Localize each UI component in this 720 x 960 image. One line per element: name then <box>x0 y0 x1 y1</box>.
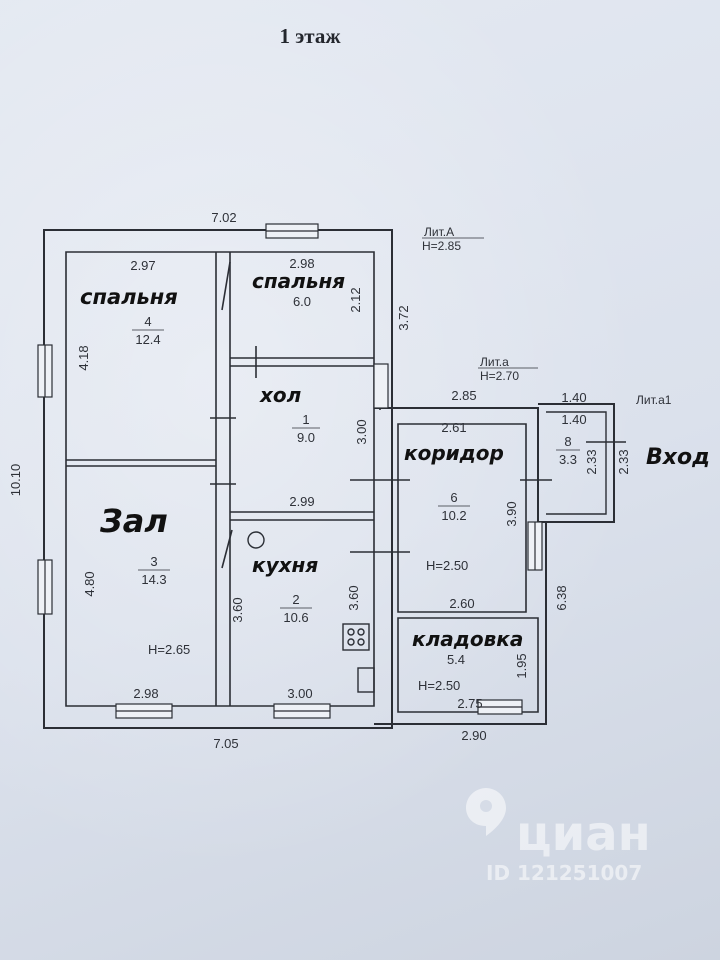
svg-text:2.33: 2.33 <box>616 449 631 474</box>
watermark: циан ID 121251007 <box>466 788 651 885</box>
dim-bottom-width: 7.05 <box>213 736 238 751</box>
svg-text:2.98: 2.98 <box>133 686 158 701</box>
dim-top-width: 7.02 <box>211 210 236 225</box>
label-kitchen: кухня <box>252 553 318 577</box>
label-hall: хол <box>259 383 302 407</box>
svg-text:H=2.50: H=2.50 <box>418 678 460 693</box>
label-bedroom-2: спальня <box>252 269 345 293</box>
label-bedroom-1: спальня <box>80 285 178 309</box>
svg-text:1: 1 <box>302 412 309 427</box>
watermark-brand: циан <box>516 806 651 862</box>
svg-text:4: 4 <box>144 314 151 329</box>
label-corridor: коридор <box>404 441 504 465</box>
label-entrance: Вход <box>646 445 710 470</box>
svg-text:2.61: 2.61 <box>441 420 466 435</box>
svg-text:2.99: 2.99 <box>289 494 314 509</box>
svg-text:2.33: 2.33 <box>584 449 599 474</box>
liter-main-height: H=2.85 <box>422 239 461 253</box>
svg-text:8: 8 <box>564 434 571 449</box>
svg-text:5.4: 5.4 <box>447 652 465 667</box>
svg-text:H=2.65: H=2.65 <box>148 642 190 657</box>
handwritten-labels: спальня спальня хол Зал кухня коридор кл… <box>80 269 710 651</box>
svg-text:3.00: 3.00 <box>287 686 312 701</box>
svg-text:1.95: 1.95 <box>514 653 529 678</box>
svg-text:3.3: 3.3 <box>559 452 577 467</box>
svg-text:3.00: 3.00 <box>354 419 369 444</box>
svg-text:4.18: 4.18 <box>76 345 91 370</box>
svg-text:3: 3 <box>150 554 157 569</box>
liter-main: Лит.А <box>424 225 454 239</box>
liter-ext-height: H=2.70 <box>480 369 519 383</box>
svg-text:H=2.50: H=2.50 <box>426 558 468 573</box>
dim-ext-bottom: 2.90 <box>461 728 486 743</box>
sink-icon <box>357 667 375 693</box>
label-storage: кладовка <box>412 627 523 651</box>
svg-text:14.3: 14.3 <box>141 572 166 587</box>
dim-porch-outer: 1.40 <box>561 390 586 405</box>
liter-porch: Лит.а1 <box>636 393 672 407</box>
svg-text:4.80: 4.80 <box>82 571 97 596</box>
svg-text:2.12: 2.12 <box>348 287 363 312</box>
svg-text:2: 2 <box>292 592 299 607</box>
dim-ext-top: 2.85 <box>451 388 476 403</box>
svg-text:2.60: 2.60 <box>449 596 474 611</box>
liter-ext: Лит.а <box>480 355 509 369</box>
room-labels: 4 12.4 6.0 1 9.0 3 14.3 H=2.65 2 10.6 6 … <box>132 294 580 693</box>
page-title: 1 этаж <box>279 24 341 48</box>
dim-left-height: 10.10 <box>8 464 23 497</box>
label-living-room: Зал <box>99 502 168 540</box>
liter-labels: Лит.А H=2.85 Лит.а H=2.70 Лит.а1 <box>422 225 672 407</box>
svg-text:10.2: 10.2 <box>441 508 466 523</box>
svg-text:9.0: 9.0 <box>297 430 315 445</box>
boiler-icon <box>247 531 265 549</box>
svg-text:10.6: 10.6 <box>283 610 308 625</box>
svg-text:2.97: 2.97 <box>130 258 155 273</box>
svg-text:2.75: 2.75 <box>457 696 482 711</box>
svg-text:6.0: 6.0 <box>293 294 311 309</box>
kitchen-fixtures <box>247 531 375 693</box>
svg-text:2.98: 2.98 <box>289 256 314 271</box>
dim-porch-inner: 1.40 <box>561 412 586 427</box>
svg-text:6: 6 <box>450 490 457 505</box>
svg-text:3.72: 3.72 <box>396 305 411 330</box>
svg-text:3.60: 3.60 <box>346 585 361 610</box>
svg-text:3.60: 3.60 <box>230 597 245 622</box>
svg-text:12.4: 12.4 <box>135 332 160 347</box>
stove-icon <box>342 623 370 651</box>
dim-right-height: 6.38 <box>554 585 569 610</box>
partitions <box>66 252 626 706</box>
watermark-id: ID 121251007 <box>486 861 642 885</box>
svg-text:3.90: 3.90 <box>504 501 519 526</box>
windows <box>37 223 543 719</box>
dimensions: 7.02 7.05 10.10 6.38 2.90 2.85 1.40 1.40… <box>8 210 631 751</box>
